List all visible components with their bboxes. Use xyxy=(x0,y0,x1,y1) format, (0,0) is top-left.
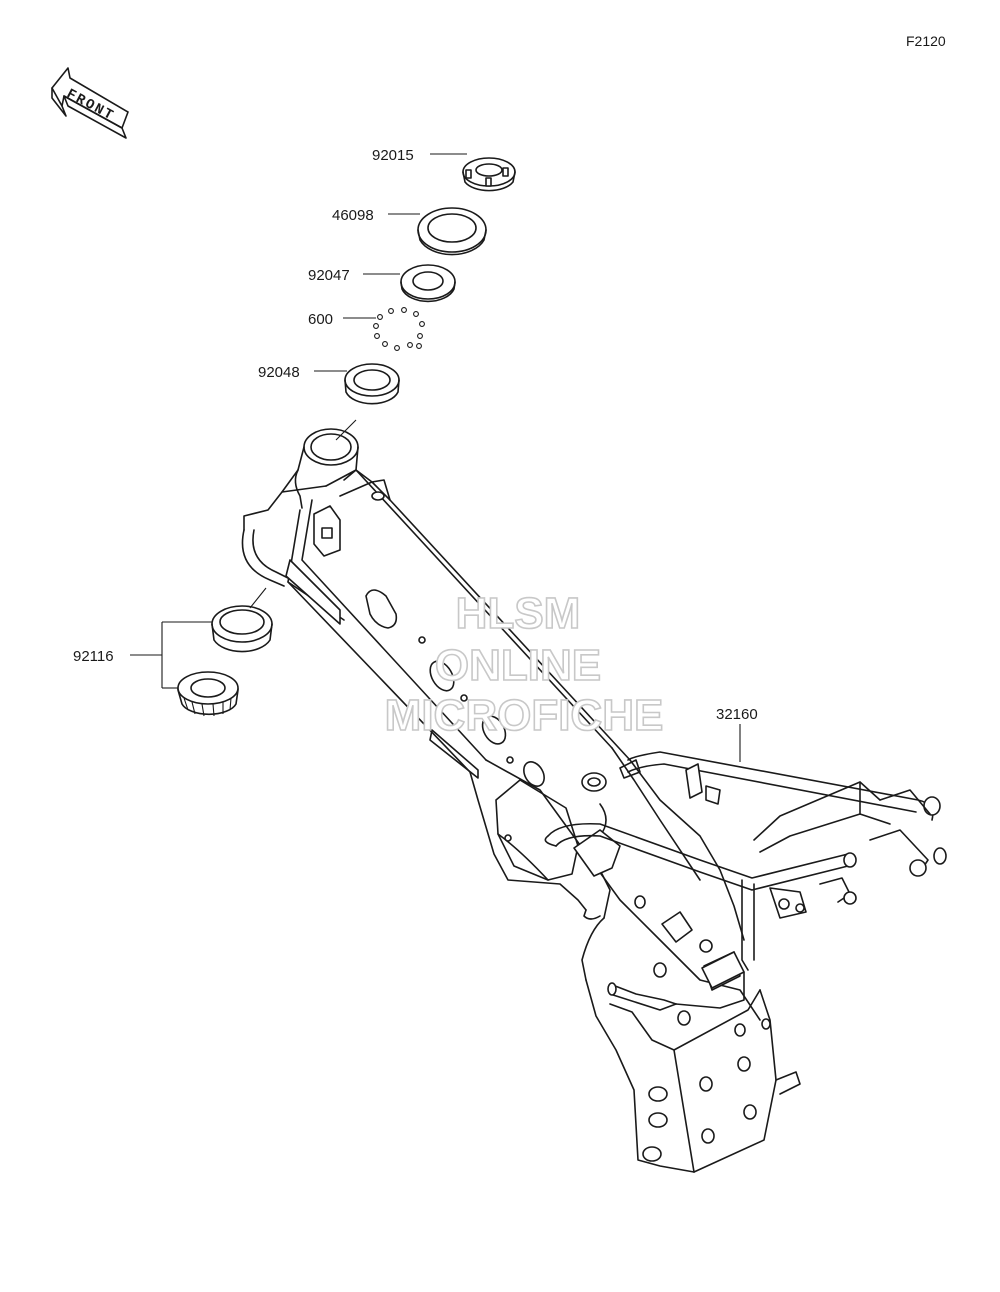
watermark-line-1: HLSM xyxy=(456,589,581,638)
leader-92048-frame xyxy=(335,419,357,441)
leader-92116-frame xyxy=(249,587,267,609)
part-label-92015: 92015 xyxy=(372,147,414,164)
part-label-92047: 92047 xyxy=(308,267,350,284)
part-32160-frame xyxy=(241,419,947,1173)
watermark-line-3: MICROFICHE xyxy=(385,691,664,740)
part-92048-race xyxy=(344,363,400,405)
part-46098-seal xyxy=(417,207,487,256)
part-label-600: 600 xyxy=(308,311,333,328)
front-arrow-icon: FRONT xyxy=(51,67,129,139)
bracket-92116 xyxy=(130,621,212,689)
part-92116-race xyxy=(211,605,273,653)
watermark-line-2: ONLINE xyxy=(435,641,601,690)
part-label-46098: 46098 xyxy=(332,207,374,224)
part-92015-nut xyxy=(462,157,516,192)
part-label-92048: 92048 xyxy=(258,364,300,381)
part-600-balls-icon xyxy=(373,307,425,351)
part-92047-race xyxy=(400,264,456,303)
diagram-code: F2120 xyxy=(906,33,946,49)
part-92116-tapered-bearing xyxy=(177,671,239,717)
part-label-32160: 32160 xyxy=(716,706,758,723)
part-label-92116: 92116 xyxy=(73,648,114,665)
watermark: HLSM ONLINE MICROFICHE xyxy=(384,588,664,741)
